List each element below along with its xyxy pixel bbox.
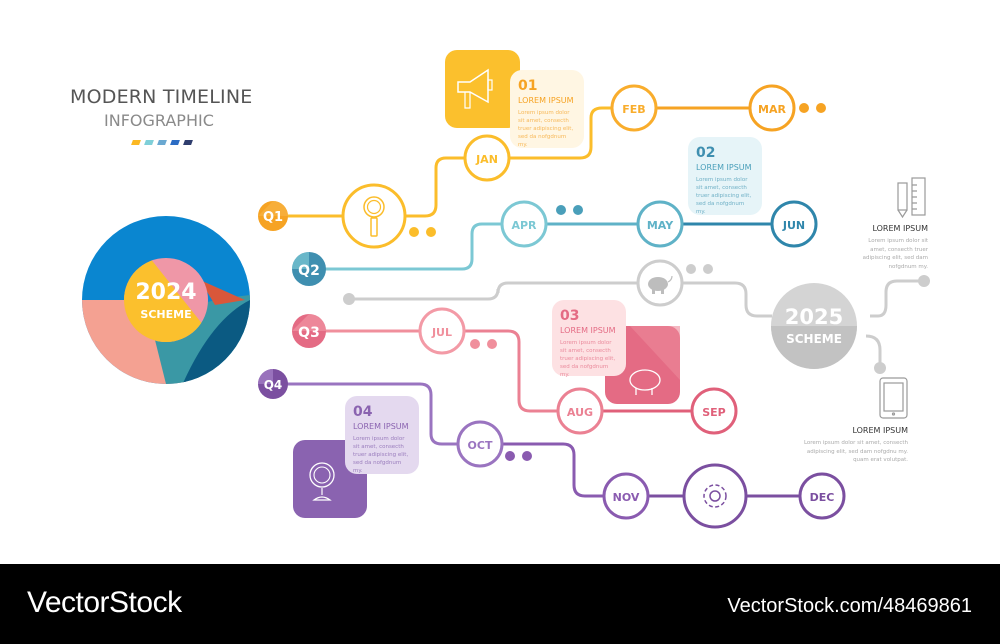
card-number: 04: [353, 404, 373, 420]
card-body: Lorem ipsum dolor sit amet, consecth tru…: [518, 110, 574, 148]
svg-text:JAN: JAN: [475, 153, 498, 166]
svg-text:SCHEME: SCHEME: [140, 308, 191, 321]
card-body: Lorem ipsum dolor sit amet, consecth tru…: [560, 340, 616, 378]
month-nov: NOV: [602, 472, 650, 520]
card-number: 01: [518, 78, 538, 94]
side-note-1: LOREM IPSUM Lorem ipsum dolor sit amet, …: [858, 224, 928, 271]
q2-track: [325, 222, 772, 271]
gray-track: [350, 279, 920, 365]
card-number: 03: [560, 308, 580, 324]
title-line2: INFOGRAPHIC: [104, 111, 214, 130]
month-apr: APR: [500, 200, 548, 248]
footer-bar: VectorStock VectorStock.com/48469861: [0, 564, 1000, 644]
svg-text:AUG: AUG: [567, 406, 593, 419]
gear-icon: [682, 463, 748, 529]
side-note-body: Lorem ipsum dolor sit amet, consecth tru…: [862, 238, 928, 270]
card-04: 04 LOREM IPSUM Lorem ipsum dolor sit ame…: [345, 396, 419, 474]
megaphone-icon: [445, 50, 520, 128]
tablet-icon: [879, 377, 908, 419]
card-heading: LOREM IPSUM: [560, 326, 616, 335]
card-heading: LOREM IPSUM: [518, 96, 574, 105]
svg-text:Q3: Q3: [298, 325, 320, 341]
month-sep: SEP: [690, 387, 738, 435]
card-02: 02 LOREM IPSUM Lorem ipsum dolor sit ame…: [688, 137, 762, 215]
month-dec: DEC: [798, 472, 846, 520]
footer-reference: VectorStock.com/48469861: [727, 595, 972, 617]
start-year: 2024: [135, 280, 196, 305]
card-heading: LOREM IPSUM: [696, 163, 752, 172]
svg-text:MAR: MAR: [758, 103, 786, 116]
svg-text:SCHEME: SCHEME: [786, 332, 842, 346]
quarter-badge-q1: Q1: [258, 201, 288, 231]
month-jul: JUL: [418, 307, 466, 355]
timeline-graphic: 2024 SCHEME: [82, 50, 930, 529]
quarter-badge-q3: Q3: [292, 314, 326, 348]
svg-text:SEP: SEP: [702, 406, 726, 419]
month-mar: MAR: [748, 84, 796, 132]
svg-text:OCT: OCT: [468, 439, 493, 452]
svg-text:2025: 2025: [785, 305, 843, 329]
timeline-infographic: MODERN TIMELINE INFOGRAPHIC 202: [70, 50, 930, 529]
svg-text:JUL: JUL: [431, 326, 452, 339]
svg-text:Q2: Q2: [298, 263, 320, 279]
month-feb: FEB: [610, 84, 658, 132]
card-number: 02: [696, 145, 716, 161]
card-03: 03 LOREM IPSUM Lorem ipsum dolor sit ame…: [552, 300, 626, 378]
month-may: MAY: [636, 200, 684, 248]
month-oct: OCT: [456, 420, 504, 468]
svg-text:Q1: Q1: [263, 210, 283, 225]
svg-text:DEC: DEC: [810, 491, 835, 504]
start-year-badge: 2024 SCHEME: [82, 216, 250, 384]
month-aug: AUG: [556, 387, 604, 435]
svg-text:APR: APR: [511, 219, 537, 232]
end-year-badge: 2025 SCHEME: [771, 283, 857, 369]
magnifier-icon: [341, 183, 407, 249]
title-line1: MODERN TIMELINE: [70, 86, 253, 108]
card-body: Lorem ipsum dolor sit amet, consecth tru…: [353, 436, 409, 474]
q4-track: [287, 382, 800, 498]
piggy-bank-icon: [636, 259, 684, 307]
quarter-badge-q4: Q4: [258, 369, 288, 399]
side-note-heading: LOREM IPSUM: [852, 426, 908, 435]
svg-text:FEB: FEB: [622, 103, 645, 116]
svg-text:NOV: NOV: [613, 491, 640, 504]
month-jun: JUN: [770, 200, 818, 248]
q3-track: [325, 329, 692, 413]
side-note-heading: LOREM IPSUM: [872, 224, 928, 233]
card-body: Lorem ipsum dolor sit amet, consecth tru…: [696, 177, 752, 215]
card-01: 01 LOREM IPSUM Lorem ipsum dolor sit ame…: [510, 70, 584, 148]
quarter-badge-q2: Q2: [292, 252, 326, 286]
svg-text:MAY: MAY: [647, 219, 674, 232]
side-note-2: LOREM IPSUM Lorem ipsum dolor sit amet, …: [800, 426, 908, 465]
side-note-body: Lorem ipsum dolor sit amet, consecth adi…: [803, 440, 908, 463]
q1-track: [285, 106, 750, 218]
svg-text:JUN: JUN: [782, 219, 805, 232]
pencil-ruler-icon: [897, 177, 926, 219]
month-jan: JAN: [463, 134, 511, 182]
svg-text:Q4: Q4: [264, 378, 283, 392]
footer-brand: VectorStock: [27, 586, 182, 619]
card-heading: LOREM IPSUM: [353, 422, 409, 431]
